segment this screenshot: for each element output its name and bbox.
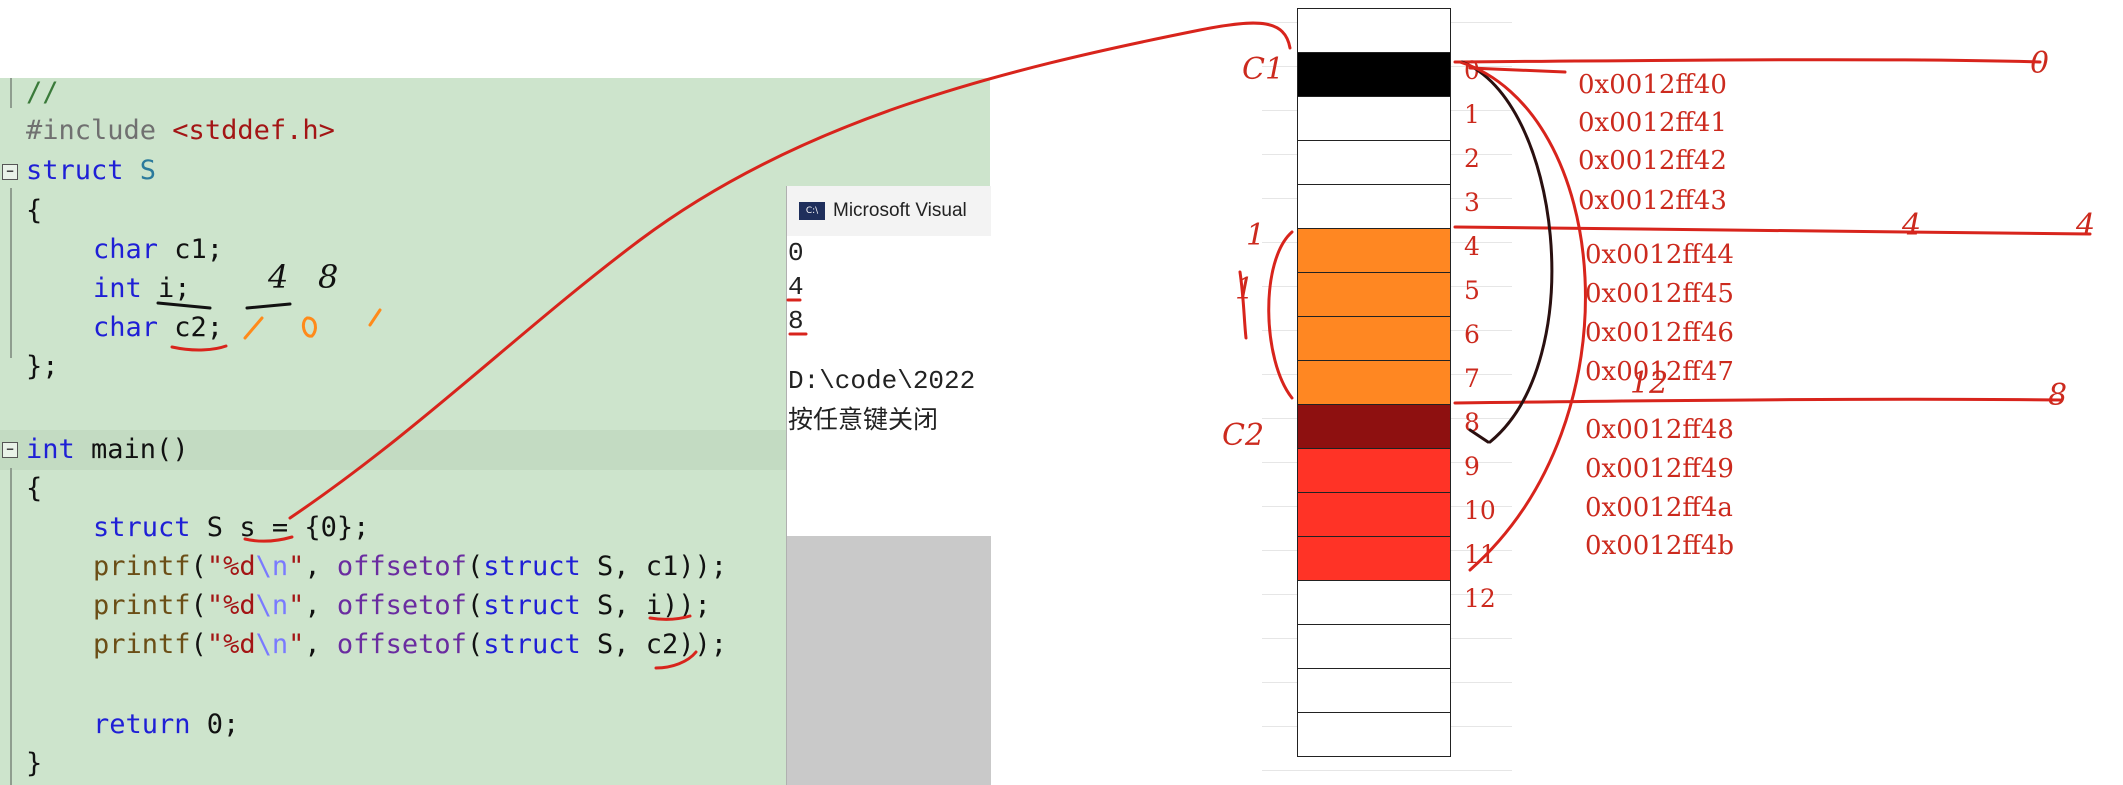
memory-cell [1297, 184, 1451, 229]
memory-cell [1297, 624, 1451, 669]
gutter-line [10, 78, 12, 108]
memory-cell [1297, 536, 1451, 581]
memory-cell [1297, 8, 1451, 53]
memory-cell [1297, 316, 1451, 361]
code-line: struct S [26, 155, 157, 186]
code-line: int main() [26, 434, 189, 465]
grid-line [1262, 770, 1512, 771]
code-line: }; [26, 351, 59, 382]
annotation-four: 4 [268, 258, 289, 296]
code-line: struct S s = {0}; [93, 512, 370, 543]
code-line: printf("%d\n", offsetof(struct S, i)); [93, 590, 711, 621]
four-mark: 4 [2076, 208, 2096, 243]
console-app-icon: C:\ [799, 202, 825, 220]
offset-index: 0 [1464, 56, 1480, 85]
console-output-area: 0 4 8 D:\code\2022 按任意键关闭 [787, 236, 991, 536]
eight-mark: 8 [2048, 378, 2068, 413]
memory-address: 0x0012ff4b [1585, 531, 1735, 561]
offset-index: 4 [1464, 232, 1480, 261]
offset-index: 6 [1464, 320, 1480, 349]
offset-index: 3 [1464, 188, 1480, 217]
offset-index: 9 [1464, 452, 1480, 481]
memory-address: 0x0012ff48 [1585, 415, 1734, 445]
offset-index: 8 [1464, 408, 1480, 437]
memory-layout-diagram [1297, 8, 1453, 757]
memory-address: 0x0012ff43 [1578, 186, 1727, 216]
memory-cell [1297, 668, 1451, 713]
one-mark: 1 [1235, 272, 1255, 307]
offset-index: 11 [1464, 540, 1496, 569]
gutter-line [10, 188, 12, 358]
memory-address: 0x0012ff40 [1578, 70, 1727, 100]
fold-toggle-icon[interactable]: − [2, 164, 18, 180]
code-line: printf("%d\n", offsetof(struct S, c1)); [93, 551, 728, 582]
annotation-eight: 8 [318, 258, 339, 296]
console-output-line: 4 [788, 272, 804, 302]
code-line: } [26, 748, 43, 779]
memory-address: 0x0012ff47 [1585, 357, 1734, 387]
memory-cell [1297, 712, 1451, 757]
code-line: char c1; [93, 234, 224, 265]
code-line: int i; [93, 273, 191, 304]
console-window[interactable]: C:\ Microsoft Visual 0 4 8 D:\code\2022 … [786, 186, 991, 785]
offset-index: 1 [1464, 100, 1480, 129]
fold-toggle-icon[interactable]: − [2, 442, 18, 458]
console-output-line: 0 [788, 238, 804, 268]
console-output-line: 8 [788, 306, 804, 336]
console-titlebar[interactable]: C:\ Microsoft Visual [787, 186, 991, 237]
memory-address: 0x0012ff46 [1585, 318, 1734, 348]
offset-index: 12 [1464, 584, 1496, 613]
code-line: // [26, 78, 59, 108]
four-mark: 4 [1902, 208, 1922, 243]
offset-index: 5 [1464, 276, 1480, 305]
memory-cell [1297, 360, 1451, 405]
memory-cell [1297, 228, 1451, 273]
offset-index: 7 [1464, 364, 1480, 393]
console-prompt-line: 按任意键关闭 [788, 405, 939, 434]
code-line: { [26, 473, 43, 504]
c2-label: C2 [1222, 418, 1265, 453]
code-line: char c2; [93, 312, 224, 343]
memory-cell [1297, 96, 1451, 141]
memory-cell [1297, 404, 1451, 449]
c1-label: C1 [1242, 52, 1285, 87]
console-title: Microsoft Visual [833, 200, 967, 221]
code-line: printf("%d\n", offsetof(struct S, c2)); [93, 629, 728, 660]
memory-cell [1297, 492, 1451, 537]
code-line: { [26, 195, 43, 226]
memory-cell [1297, 272, 1451, 317]
gutter-line [10, 468, 12, 785]
one-mark: 1 [1246, 218, 1266, 253]
code-line: #include <stddef.h> [26, 115, 335, 146]
memory-address: 0x0012ff4a [1585, 493, 1733, 523]
offset-index: 10 [1464, 496, 1496, 525]
memory-cell [1297, 52, 1451, 97]
memory-address: 0x0012ff45 [1585, 279, 1734, 309]
code-line: return 0; [93, 709, 240, 740]
zero-mark: 0 [2030, 46, 2050, 81]
offset-index: 2 [1464, 144, 1480, 173]
memory-address: 0x0012ff42 [1578, 146, 1727, 176]
memory-address: 0x0012ff44 [1585, 240, 1734, 270]
memory-address: 0x0012ff49 [1585, 454, 1734, 484]
twelve-mark: 12 [1630, 366, 1669, 401]
memory-cell [1297, 580, 1451, 625]
memory-cell [1297, 448, 1451, 493]
console-path-line: D:\code\2022 [788, 366, 976, 396]
memory-cell [1297, 140, 1451, 185]
memory-address: 0x0012ff41 [1578, 108, 1727, 138]
